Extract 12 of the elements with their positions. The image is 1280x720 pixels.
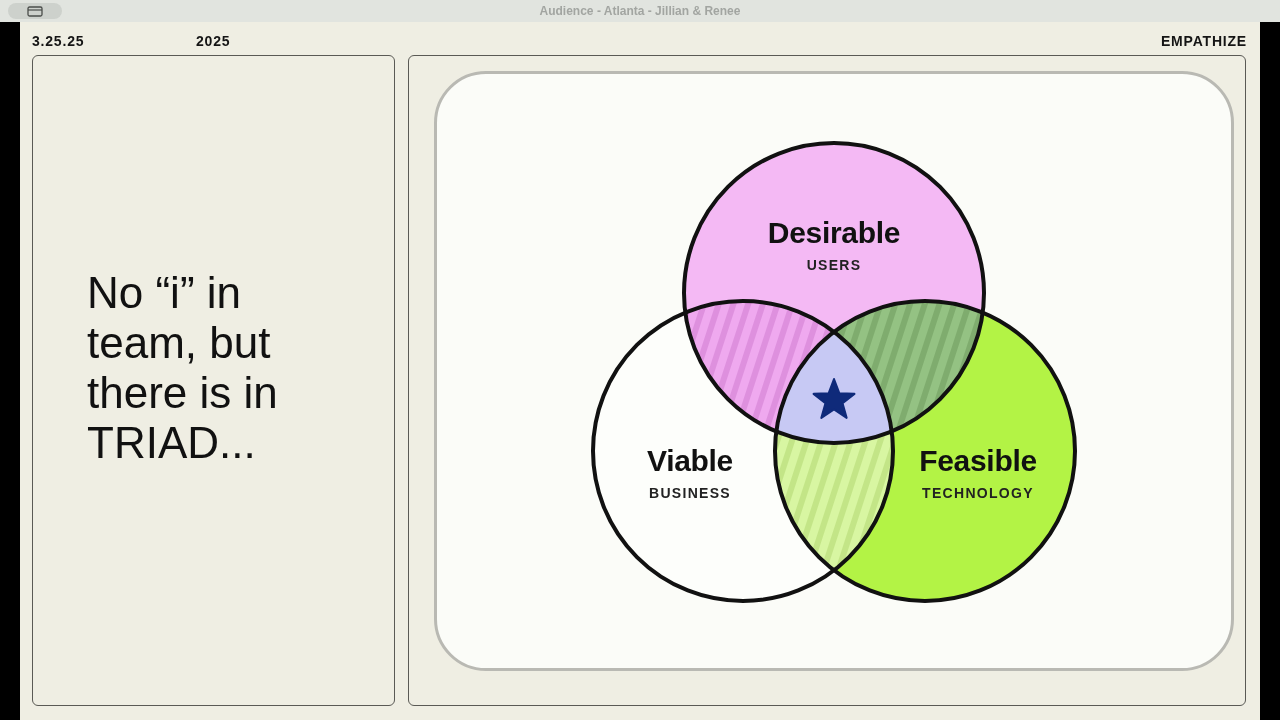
- event-label: 2025: [196, 33, 231, 49]
- circle-subtitle: BUSINESS: [649, 485, 731, 501]
- circle-subtitle: TECHNOLOGY: [922, 485, 1034, 501]
- circle-title: Viable: [647, 444, 733, 478]
- section-label: EMPATHIZE: [1161, 33, 1247, 49]
- window-title: Audience - Atlanta - Jillian & Renee: [539, 4, 741, 18]
- circle-title: Feasible: [919, 444, 1037, 478]
- circle-subtitle: USERS: [806, 257, 862, 273]
- text-panel: [32, 55, 395, 706]
- date-label: 3.25.25: [32, 33, 85, 49]
- panel-text: No “i” in team, but there is in TRIAD...: [87, 268, 279, 468]
- circle-title: Desirable: [767, 216, 901, 250]
